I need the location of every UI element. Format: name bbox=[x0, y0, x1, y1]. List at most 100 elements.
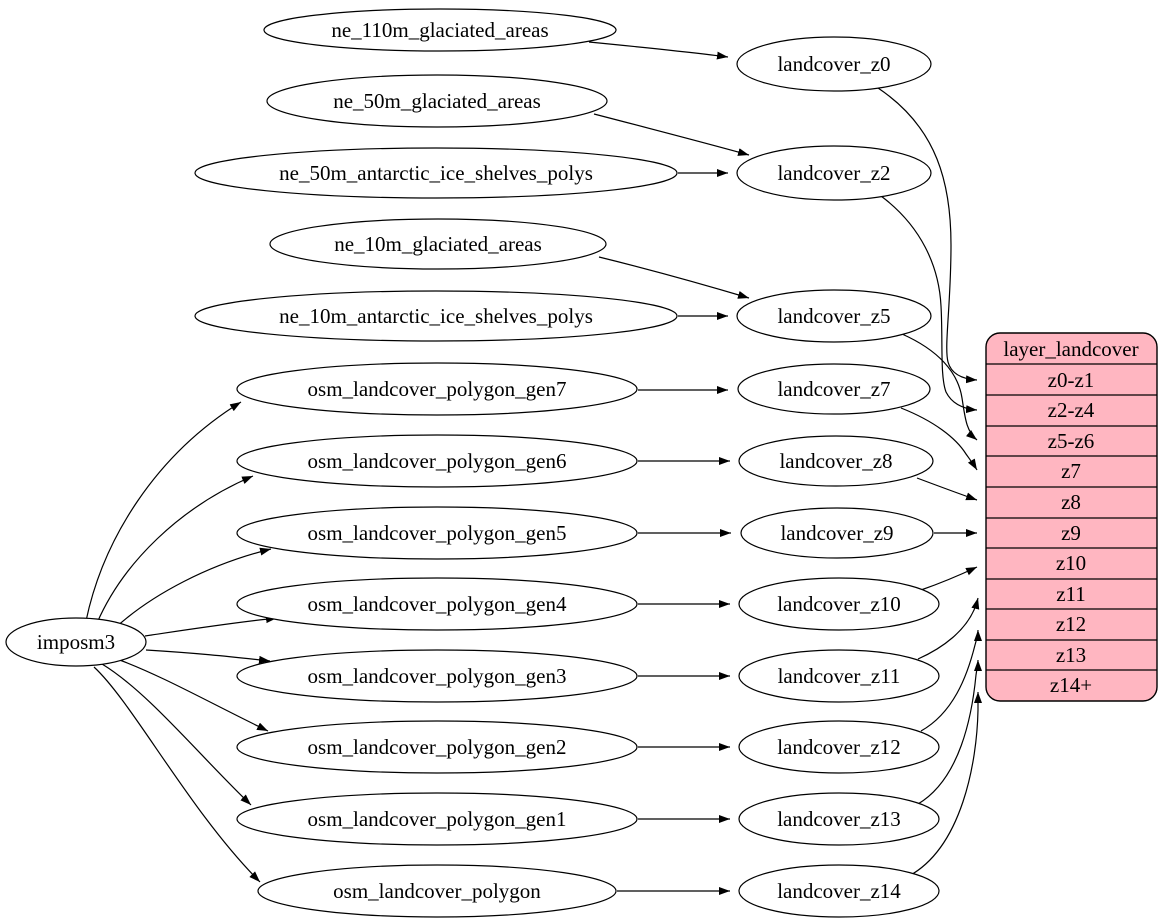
edge-landcover_z13-row-z13 bbox=[917, 659, 982, 805]
table-row-z5-z6: z5-z6 bbox=[1048, 429, 1095, 453]
node-label: landcover_z8 bbox=[779, 449, 892, 473]
node-label: landcover_z2 bbox=[777, 161, 890, 185]
node-ne_50m_glaciated_areas: ne_50m_glaciated_areas bbox=[266, 74, 608, 128]
edge-imposm3-osm_landcover_polygon_gen1 bbox=[101, 663, 252, 806]
edge-landcover_z14-row-z14plus bbox=[908, 692, 982, 877]
node-label: ne_10m_glaciated_areas bbox=[334, 232, 542, 256]
node-ellipse bbox=[738, 720, 940, 774]
node-imposm3: imposm3 bbox=[5, 617, 147, 667]
table-row-z2-z4: z2-z4 bbox=[1048, 398, 1095, 422]
edge-imposm3-osm_landcover_polygon bbox=[93, 666, 261, 883]
table-row-z12: z12 bbox=[1056, 612, 1086, 636]
node-ellipse bbox=[738, 649, 940, 703]
node-label: ne_110m_glaciated_areas bbox=[331, 18, 548, 42]
node-osm_landcover_polygon_gen3: osm_landcover_polygon_gen3 bbox=[236, 649, 638, 703]
edge-landcover_z5-row-z5-z6 bbox=[901, 333, 978, 441]
node-ellipse bbox=[236, 792, 638, 846]
node-label: osm_landcover_polygon_gen5 bbox=[308, 521, 567, 545]
edge-ne_10m_glaciated_areas-landcover_z5 bbox=[598, 256, 750, 299]
table-row-z7: z7 bbox=[1061, 459, 1081, 483]
node-ne_10m_antarctic_ice_shelves_polys: ne_10m_antarctic_ice_shelves_polys bbox=[194, 290, 678, 342]
node-label: ne_50m_glaciated_areas bbox=[333, 89, 541, 113]
edge-ne_50m_glaciated_areas-landcover_z2 bbox=[593, 113, 750, 156]
node-ellipse bbox=[737, 363, 931, 415]
node-ellipse bbox=[5, 617, 147, 667]
edge-ne_110m_glaciated_areas-landcover_z0 bbox=[588, 41, 729, 60]
node-ellipse bbox=[194, 290, 678, 342]
node-landcover_z10: landcover_z10 bbox=[738, 577, 940, 631]
table-row-z9: z9 bbox=[1061, 521, 1081, 545]
node-label: landcover_z13 bbox=[777, 807, 901, 831]
table-row-z13: z13 bbox=[1056, 643, 1086, 667]
edge-landcover_z10-row-z10 bbox=[920, 566, 978, 591]
node-osm_landcover_polygon_gen6: osm_landcover_polygon_gen6 bbox=[236, 434, 638, 488]
edge-layer bbox=[85, 41, 982, 895]
node-ellipse bbox=[257, 864, 617, 918]
node-label: landcover_z11 bbox=[778, 664, 901, 688]
edge-landcover_z7-row-z7 bbox=[900, 407, 978, 471]
node-label: osm_landcover_polygon_gen3 bbox=[308, 664, 567, 688]
node-label: osm_landcover_polygon bbox=[333, 879, 541, 903]
edge-landcover_z8-row-z8 bbox=[916, 477, 978, 501]
node-ellipse bbox=[236, 577, 638, 631]
node-label: osm_landcover_polygon_gen4 bbox=[308, 592, 567, 616]
node-label: osm_landcover_polygon_gen7 bbox=[308, 377, 567, 401]
edge-imposm3-osm_landcover_polygon_gen7 bbox=[85, 401, 242, 622]
node-ellipse bbox=[236, 649, 638, 703]
edge-landcover_z0-row-z0-z1 bbox=[877, 87, 978, 384]
node-label: landcover_z10 bbox=[777, 592, 901, 616]
node-landcover_z9: landcover_z9 bbox=[740, 507, 934, 559]
node-landcover_z14: landcover_z14 bbox=[738, 864, 940, 918]
node-ellipse bbox=[269, 218, 607, 270]
edge-imposm3-osm_landcover_polygon_gen5 bbox=[113, 547, 272, 630]
node-ellipse bbox=[236, 506, 638, 560]
node-landcover_z11: landcover_z11 bbox=[738, 649, 940, 703]
node-ellipse bbox=[266, 74, 608, 128]
edge-imposm3-osm_landcover_polygon_gen4 bbox=[144, 615, 278, 637]
node-label: landcover_z0 bbox=[777, 52, 890, 76]
table-row-z0-z1: z0-z1 bbox=[1048, 368, 1095, 392]
node-label: ne_10m_antarctic_ice_shelves_polys bbox=[279, 304, 593, 328]
node-landcover_z13: landcover_z13 bbox=[738, 792, 940, 846]
table-layer_landcover: layer_landcover z0-z1 z2-z4 z5-z6 z7 z8 … bbox=[985, 332, 1158, 702]
node-label: landcover_z7 bbox=[777, 377, 890, 401]
node-label: landcover_z5 bbox=[777, 304, 890, 328]
node-label: osm_landcover_polygon_gen1 bbox=[308, 807, 567, 831]
edge-imposm3-osm_landcover_polygon_gen2 bbox=[116, 658, 269, 732]
node-ellipse bbox=[194, 147, 678, 199]
node-ne_110m_glaciated_areas: ne_110m_glaciated_areas bbox=[263, 8, 617, 52]
node-ellipse bbox=[738, 577, 940, 631]
node-osm_landcover_polygon: osm_landcover_polygon bbox=[257, 864, 617, 918]
edge-imposm3-osm_landcover_polygon_gen3 bbox=[145, 649, 271, 664]
edge-imposm3-osm_landcover_polygon_gen6 bbox=[96, 475, 254, 624]
node-ellipse bbox=[736, 289, 932, 343]
node-landcover_z8: landcover_z8 bbox=[738, 435, 934, 487]
node-label: imposm3 bbox=[37, 630, 115, 654]
node-osm_landcover_polygon_gen2: osm_landcover_polygon_gen2 bbox=[236, 720, 638, 774]
table-row-z10: z10 bbox=[1056, 551, 1086, 575]
node-label: landcover_z12 bbox=[777, 735, 901, 759]
table-row-z14plus: z14+ bbox=[1050, 673, 1092, 697]
node-ellipse bbox=[236, 362, 638, 416]
node-ellipse bbox=[263, 8, 617, 52]
node-osm_landcover_polygon_gen1: osm_landcover_polygon_gen1 bbox=[236, 792, 638, 846]
node-label: landcover_z9 bbox=[780, 521, 893, 545]
node-ellipse bbox=[236, 720, 638, 774]
node-landcover_z5: landcover_z5 bbox=[736, 289, 932, 343]
node-ne_50m_antarctic_ice_shelves_polys: ne_50m_antarctic_ice_shelves_polys bbox=[194, 147, 678, 199]
edge-landcover_z11-row-z11 bbox=[917, 597, 980, 660]
node-ellipse bbox=[738, 792, 940, 846]
node-landcover_z0: landcover_z0 bbox=[736, 36, 932, 92]
node-landcover_z12: landcover_z12 bbox=[738, 720, 940, 774]
node-osm_landcover_polygon_gen7: osm_landcover_polygon_gen7 bbox=[236, 362, 638, 416]
node-label: osm_landcover_polygon_gen2 bbox=[308, 735, 567, 759]
node-label: ne_50m_antarctic_ice_shelves_polys bbox=[279, 161, 593, 185]
edge-landcover_z2-row-z2-z4 bbox=[880, 195, 978, 414]
node-label: landcover_z14 bbox=[777, 879, 901, 903]
node-ellipse bbox=[236, 434, 638, 488]
node-landcover_z2: landcover_z2 bbox=[736, 145, 932, 201]
node-ellipse bbox=[738, 864, 940, 918]
node-ellipse bbox=[736, 145, 932, 201]
